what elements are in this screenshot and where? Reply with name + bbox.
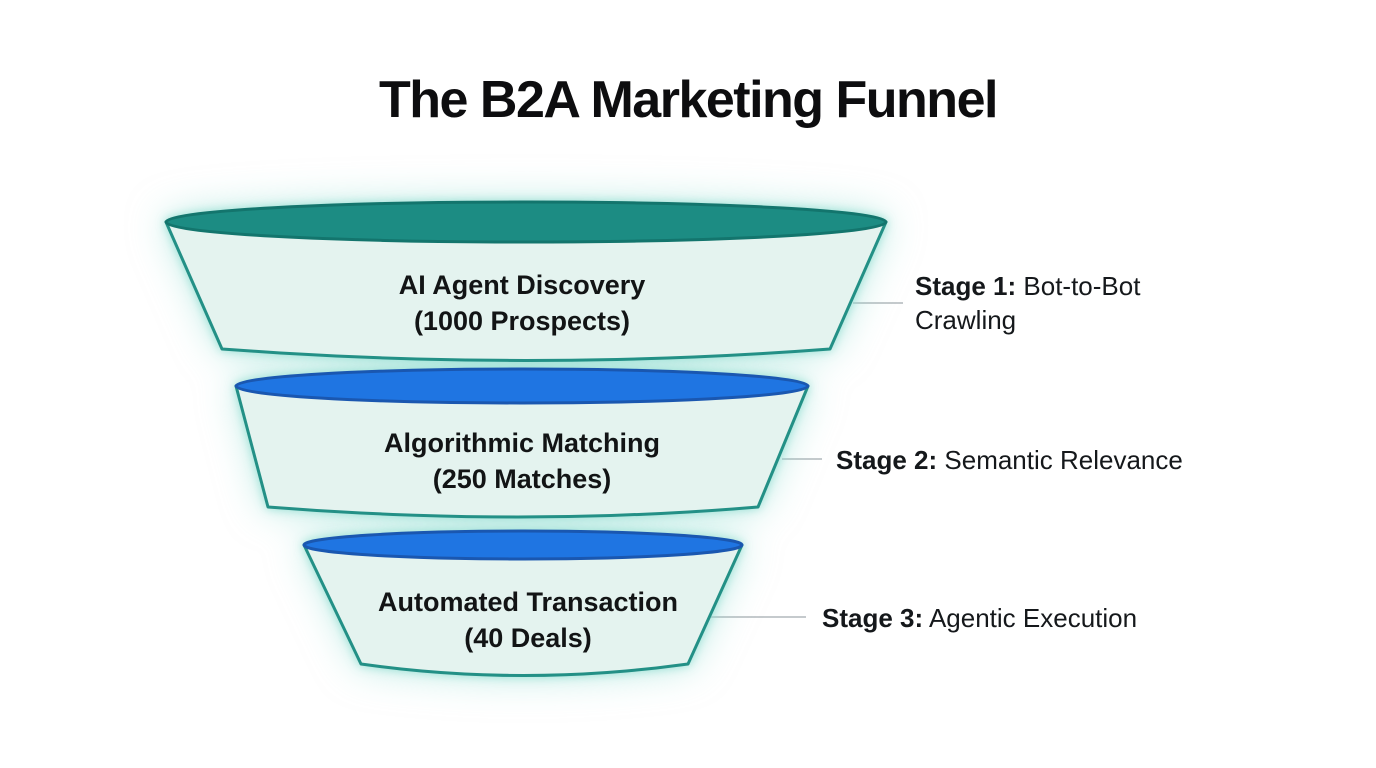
- funnel-stage-1-shape: [164, 200, 888, 362]
- funnel-shapes: [164, 200, 888, 677]
- stage-2-annotation-name: Semantic Relevance: [944, 445, 1183, 475]
- funnel-stage-1-label: AI Agent Discovery (1000 Prospects): [262, 267, 782, 339]
- stage-3-annotation: Stage 3: Agentic Execution: [822, 601, 1137, 635]
- funnel-stage-2-top-ellipse: [234, 367, 810, 405]
- funnel-stage-1-body: [164, 220, 888, 362]
- funnel-stage-3-label: Automated Transaction (40 Deals): [268, 584, 788, 656]
- funnel-stage-3-body: [302, 543, 744, 677]
- funnel-stage-2-label: Algorithmic Matching (250 Matches): [262, 425, 782, 497]
- funnel-stage-3-shape: [302, 529, 744, 677]
- funnel-stage-2-count: (250 Matches): [432, 464, 612, 494]
- stage-1-annotation-name: Bot-to-Bot Crawling: [915, 271, 1141, 335]
- funnel-stage-2-shape: [234, 367, 810, 519]
- stage-3-annotation-prefix: Stage 3:: [822, 603, 924, 633]
- funnel-stage-3-count: (40 Deals): [464, 623, 592, 653]
- stage-3-annotation-name: Agentic Execution: [928, 603, 1138, 633]
- funnel-stage-3-top-ellipse: [302, 529, 744, 561]
- stage-1-annotation: Stage 1: Bot-to-Bot Crawling: [915, 269, 1187, 337]
- funnel-stage-2-title: Algorithmic Matching: [384, 428, 660, 458]
- funnel-stage-3-title: Automated Transaction: [377, 587, 679, 617]
- funnel-stage-1-count: (1000 Prospects): [413, 306, 631, 336]
- stage-2-annotation-prefix: Stage 2:: [836, 445, 938, 475]
- connector-lines: [711, 302, 903, 618]
- funnel-stage-1-title: AI Agent Discovery: [398, 270, 646, 300]
- stage-2-annotation: Stage 2: Semantic Relevance: [836, 443, 1183, 477]
- funnel-stage-1-top-ellipse: [164, 200, 888, 244]
- stage-1-annotation-prefix: Stage 1:: [915, 271, 1017, 301]
- page-title: The B2A Marketing Funnel: [379, 71, 998, 129]
- funnel-stage-2-body: [234, 384, 810, 519]
